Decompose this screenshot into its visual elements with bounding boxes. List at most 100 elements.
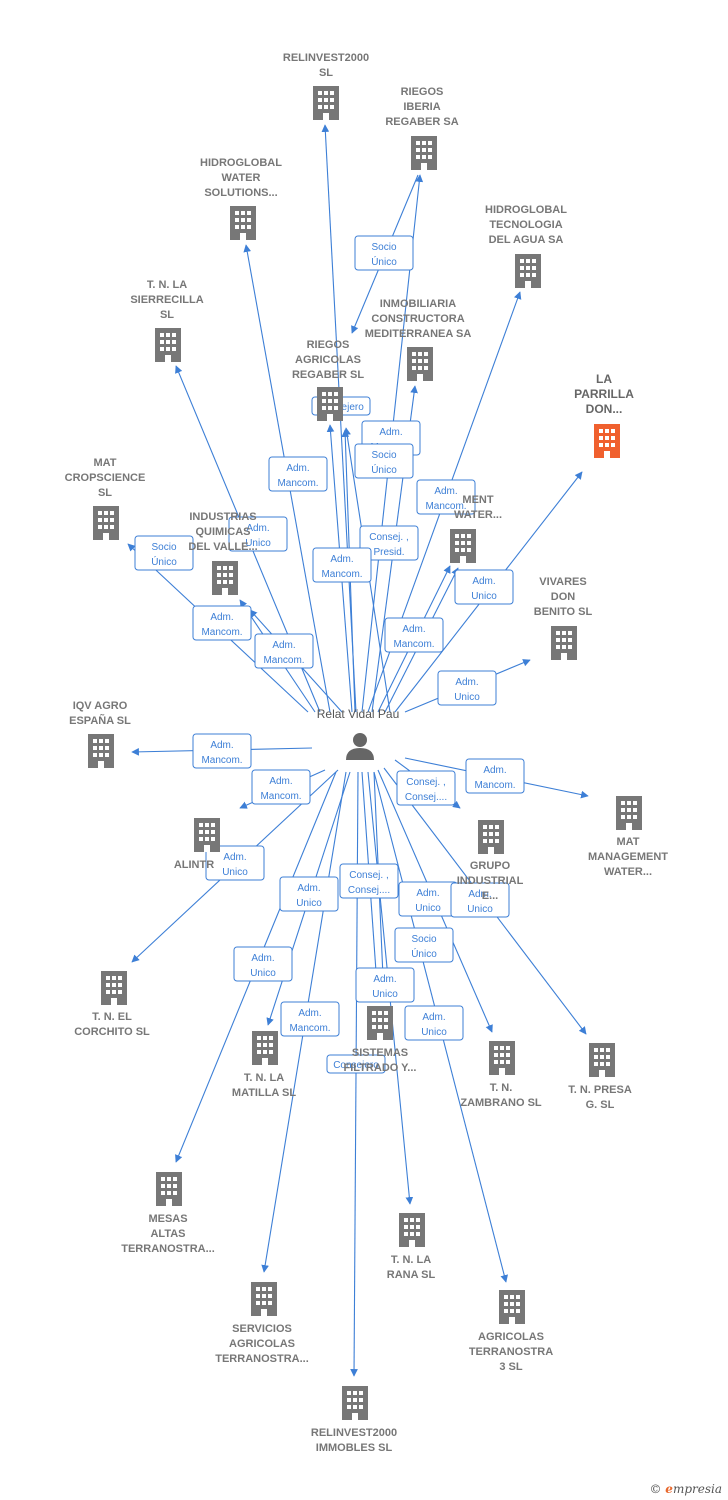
badge-label: Consejero	[333, 1060, 379, 1071]
relation-badge[interactable]: Adm.Mancom.	[254, 633, 314, 669]
relation-badge[interactable]: Adm. Mancom.	[312, 547, 372, 583]
company-name-line: QUIMICAS	[196, 526, 251, 538]
badge-label: Unico	[471, 591, 497, 602]
relation-badge[interactable]: Adm.Unico	[454, 569, 514, 605]
company-name-line: SOLUTIONS...	[204, 187, 277, 199]
badge-label: Mancom.	[260, 791, 301, 802]
company-node-servicios-agricolas[interactable]: SERVICIOSAGRICOLASTERRANOSTRA...	[215, 1282, 309, 1365]
badge-label: Mancom.	[321, 569, 362, 580]
badge-label: Mancom.	[263, 655, 304, 666]
company-name-line: SISTEMAS	[352, 1047, 408, 1059]
badge-label: Adm.	[246, 523, 269, 534]
relation-badge[interactable]: Adm.Unico	[228, 516, 288, 552]
badge-label: Adm.	[330, 554, 353, 565]
company-name-line: FILTRADO Y...	[344, 1062, 417, 1074]
badge-label: Consej....	[348, 885, 390, 896]
company-name-line: T. N. LA	[391, 1254, 431, 1266]
relation-badge[interactable]: Adm.Mancom.	[416, 479, 476, 515]
badge-box	[280, 1001, 340, 1037]
relation-badge[interactable]: Adm. Mancom.	[465, 758, 525, 794]
relation-badge[interactable]: Adm.Mancom.	[251, 769, 311, 805]
relation-badge[interactable]: Consej. ,Consej....	[396, 770, 456, 806]
company-name-line: MESAS	[148, 1213, 187, 1225]
building-icon	[313, 86, 339, 120]
badge-label: Único	[371, 463, 397, 476]
company-node-mesas-altas[interactable]: MESASALTASTERRANOSTRA...	[121, 1172, 215, 1255]
badge-label: Mancom.	[474, 780, 515, 791]
company-node-tn-zambrano[interactable]: T. N.ZAMBRANO SL	[460, 1041, 542, 1109]
company-node-sistemas[interactable]: SISTEMAS FILTRADO Y...	[344, 1006, 417, 1074]
relation-badge[interactable]: Adm.Mancom.	[192, 605, 252, 641]
badge-label: Consej....	[405, 792, 447, 803]
company-name-line: ALTAS	[150, 1228, 185, 1240]
relation-badge[interactable]: Adm.Unico	[398, 881, 458, 917]
relation-badge[interactable]: Adm.Unico	[233, 946, 293, 982]
company-name-line: RANA SL	[387, 1269, 436, 1281]
badge-label: Adm.	[483, 765, 506, 776]
relation-badge[interactable]: Adm.Unico	[437, 670, 497, 706]
company-name-line: T. N. LA	[147, 279, 187, 291]
badge-box	[233, 946, 293, 982]
relation-badge[interactable]: Adm.Unico	[279, 876, 339, 912]
company-name-line: IQV AGRO	[73, 700, 128, 712]
company-node-hidroglobal-water[interactable]: HIDROGLOBALWATERSOLUTIONS...	[200, 157, 282, 240]
relation-badge[interactable]: Adm.Unico	[404, 1005, 464, 1041]
company-name-line: BENITO SL	[534, 606, 593, 618]
badge-box	[228, 516, 288, 552]
relation-badge[interactable]: Adm.Mancom.	[268, 456, 328, 492]
company-name-line: SL	[98, 487, 112, 499]
badge-label: Socio	[411, 934, 436, 945]
badge-label: Unico	[372, 989, 398, 1000]
person-node[interactable]: Relat Vidal Pau	[317, 707, 400, 760]
badge-label: Único	[411, 947, 437, 960]
edge-relinvest2000-immobles	[350, 771, 359, 1377]
badge-label: Consej. ,	[349, 870, 388, 881]
company-name-line: REGABER SL	[292, 369, 364, 381]
company-node-mat-management[interactable]: MATMANAGEMENTWATER...	[588, 796, 668, 878]
relation-badge[interactable]: Consejero	[326, 1054, 386, 1074]
badge-label: Único	[371, 255, 397, 268]
badge-box	[437, 670, 497, 706]
company-node-alintr[interactable]: ALINTR	[174, 818, 220, 871]
relation-badge[interactable]: Adm.Unico	[205, 845, 265, 881]
company-name-line: SERVICIOS	[232, 1323, 292, 1335]
relation-badge[interactable]: Consej. , Consej....	[339, 863, 399, 899]
badge-box	[312, 547, 372, 583]
relation-badge[interactable]: Adm.Unico	[450, 882, 510, 918]
badge-label: Mancom.	[277, 478, 318, 489]
company-name-line: MAT	[93, 457, 116, 469]
relation-badge[interactable]: Adm.Mancom.	[192, 733, 252, 769]
relation-badge[interactable]: Consej. ,Presid.	[359, 525, 419, 561]
company-node-tn-rana[interactable]: T. N. LA RANA SL	[387, 1213, 436, 1281]
relation-badge[interactable]: Adm.Mancom.	[280, 1001, 340, 1037]
company-node-la-parrilla[interactable]: LAPARRILLADON...	[574, 372, 634, 458]
relation-badge[interactable]: Adm.Unico	[355, 967, 415, 1003]
company-node-management-water[interactable]: MENTWATER...	[450, 494, 502, 563]
company-node-grupo-industrial[interactable]: GRUPOINDUSTRIALE...	[457, 820, 524, 902]
company-name-line: TECNOLOGIA	[489, 219, 562, 231]
relation-badge[interactable]: Adm.Mancom.	[384, 617, 444, 653]
company-name-line: VIVARES	[539, 576, 586, 588]
building-icon	[594, 424, 620, 458]
company-name-line: ZAMBRANO SL	[460, 1097, 542, 1109]
badge-label: Adm.	[223, 852, 246, 863]
